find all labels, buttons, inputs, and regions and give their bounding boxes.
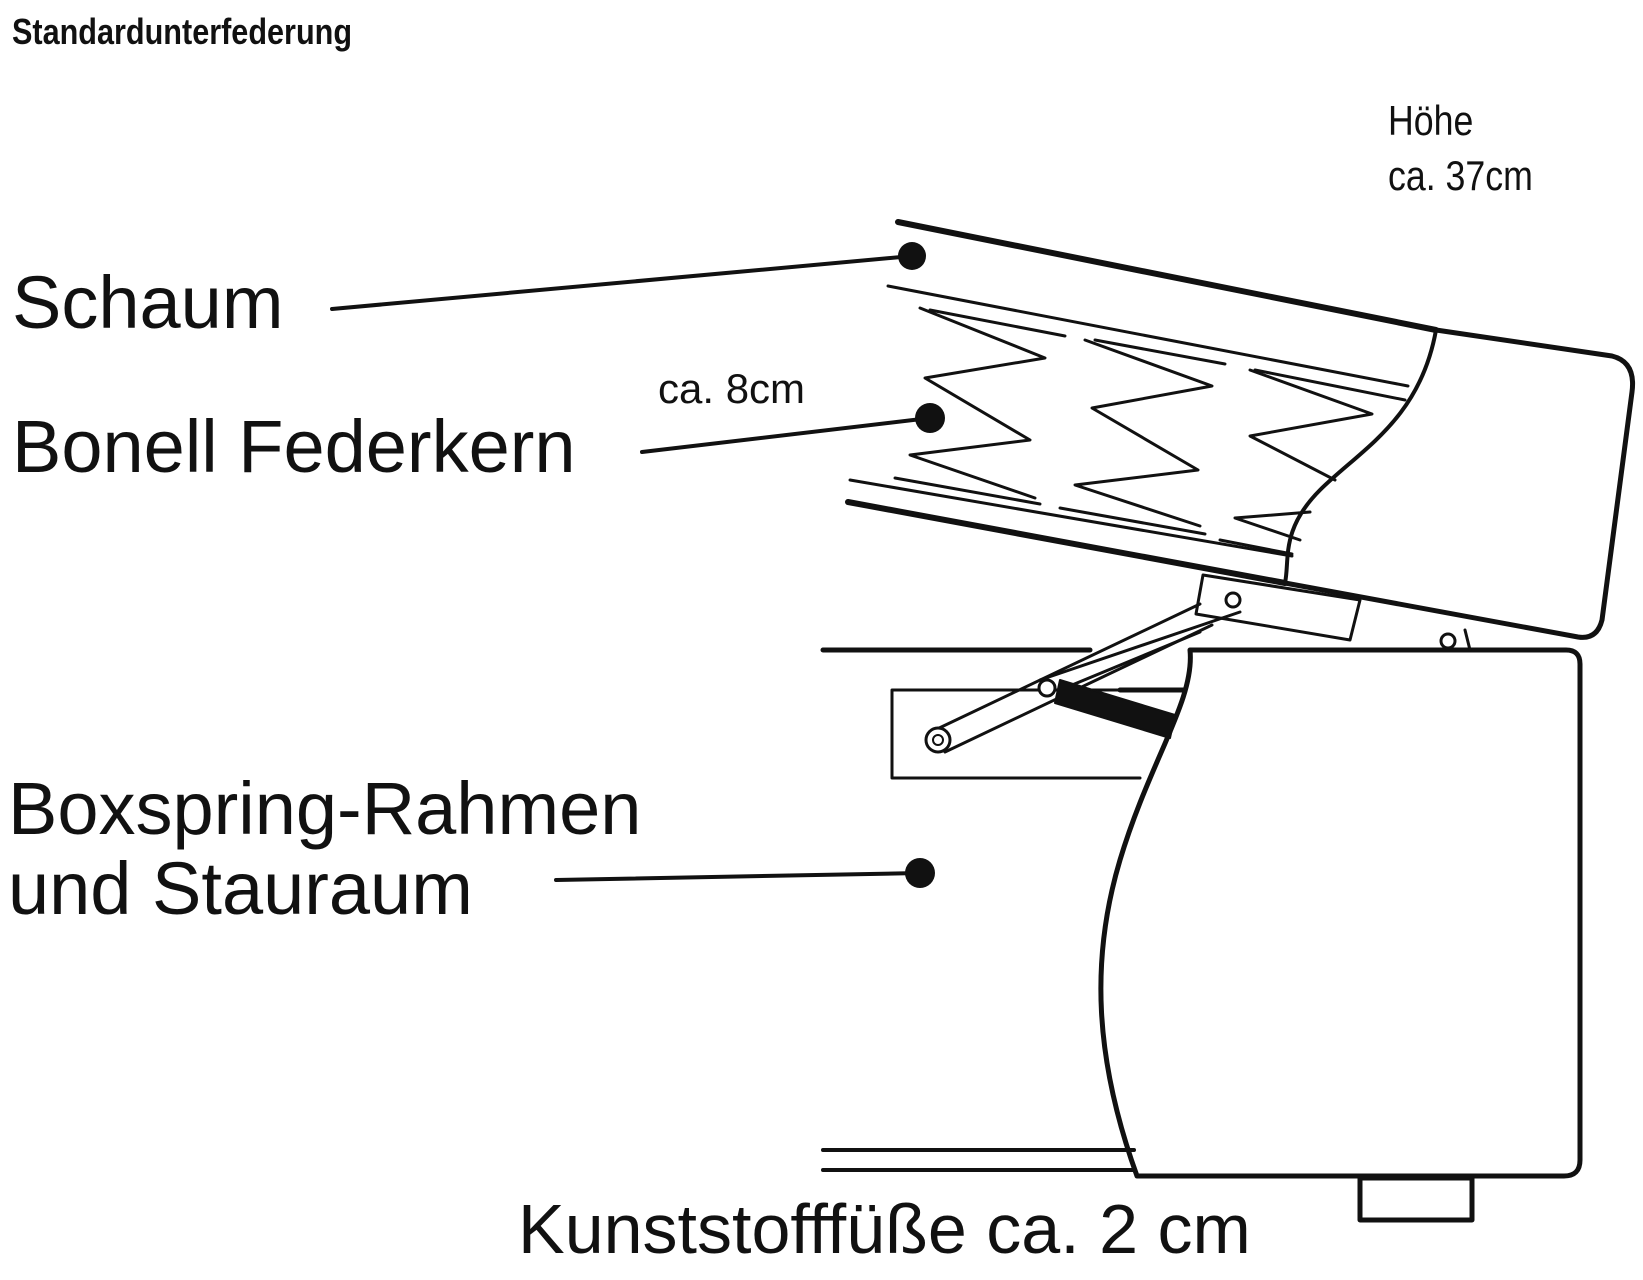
diagram-title: Standardunterfederung xyxy=(12,11,353,52)
dot-bonell xyxy=(915,403,945,433)
topper-end-cap xyxy=(1282,327,1636,640)
topper-bottom-board xyxy=(845,499,1288,586)
leader-boxspring xyxy=(554,871,922,882)
hinge-arm-lower xyxy=(1058,630,1202,692)
topper-bottom-inner xyxy=(848,478,1294,558)
box-front-panel xyxy=(1098,647,1583,1179)
hinge-pivot-mid xyxy=(1037,678,1057,698)
dot-boxspring xyxy=(905,858,935,888)
raised-topper xyxy=(845,219,1636,640)
hinge-pivot-right xyxy=(1439,632,1457,650)
hinge-pivot-top xyxy=(1224,591,1242,609)
label-spring-height: ca. 8cm xyxy=(658,365,806,412)
height-label: Höhe ca. 37cm xyxy=(1388,94,1533,203)
leader-bonell xyxy=(640,416,932,454)
foam-top-edge xyxy=(895,219,1439,333)
gas-spring-piston xyxy=(1054,679,1176,739)
label-schaum: Schaum xyxy=(12,261,284,344)
label-boxspring-line2: und Stauraum xyxy=(8,847,473,930)
spring-1 xyxy=(908,306,1047,500)
spring-3-lower xyxy=(1233,510,1312,542)
spring-2 xyxy=(1073,338,1214,528)
hinge-right-post xyxy=(1463,628,1472,652)
spring-1-top-bar xyxy=(928,308,1067,338)
storage-board xyxy=(890,688,1167,780)
label-boxspring-line1: Boxspring-Rahmen xyxy=(8,767,642,850)
dot-schaum xyxy=(898,242,926,270)
leader-schaum xyxy=(330,254,914,311)
spring-3-top-bar xyxy=(1253,368,1407,402)
spring-1-bottom-bar xyxy=(893,476,1042,506)
leader-lines xyxy=(330,242,945,888)
spring-2-top-bar xyxy=(1093,338,1227,366)
bonnell-springs xyxy=(893,306,1407,556)
height-label-line1: Höhe xyxy=(1388,97,1474,144)
plastic-foot xyxy=(1357,1175,1475,1223)
boxspring-frame xyxy=(820,647,1583,1179)
label-bonell-federkern: Bonell Federkern xyxy=(12,405,576,488)
hinge-pivot-low-inner xyxy=(932,734,944,746)
hinge-bracket xyxy=(1194,573,1362,642)
spring-3-bottom-bar xyxy=(1218,538,1294,556)
foam-bottom-edge xyxy=(886,284,1410,388)
spring-3 xyxy=(1248,368,1374,482)
height-label-line2: ca. 37cm xyxy=(1388,151,1533,199)
hinge-link-1 xyxy=(933,602,1202,732)
hinge-arm-upper xyxy=(1038,610,1242,682)
lift-hinge xyxy=(924,573,1472,754)
spring-2-bottom-bar xyxy=(1058,506,1207,536)
label-kunststofffuesse: Kunststofffüße ca. 2 cm xyxy=(518,1190,1251,1268)
